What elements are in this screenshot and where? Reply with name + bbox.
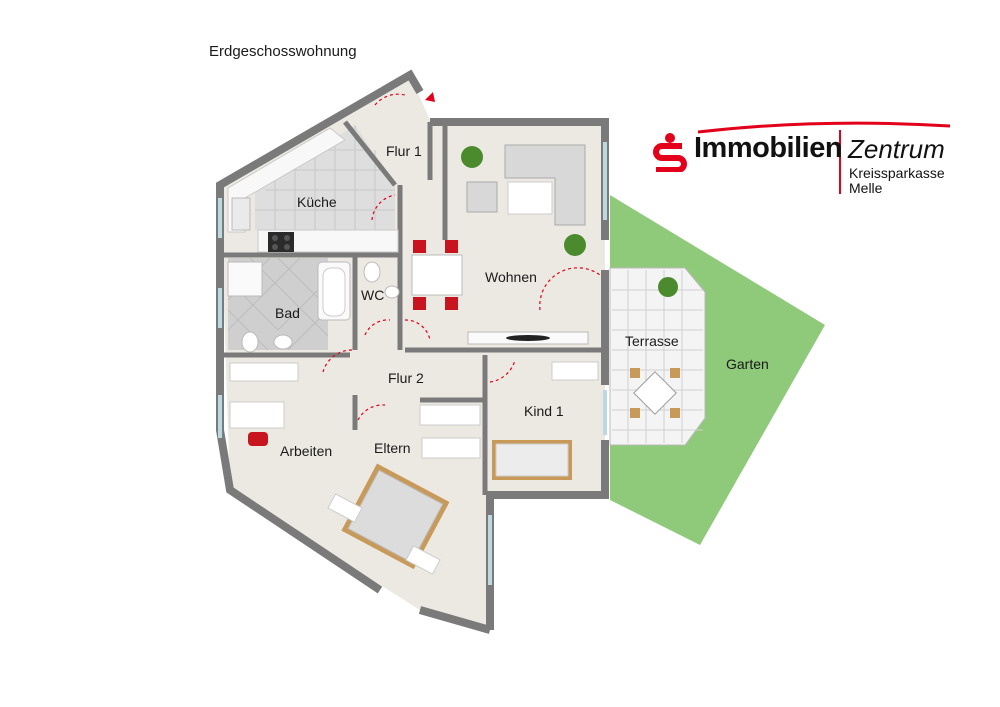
dining-table-icon xyxy=(411,254,463,296)
kitchen-floor xyxy=(255,125,395,230)
nightstand-icon xyxy=(405,545,441,575)
door-swings xyxy=(322,93,601,421)
chair-icon xyxy=(445,240,458,253)
brand-logo: Immobilien Zentrum Kreissparkasse Melle xyxy=(650,118,970,198)
terrace-table-icon xyxy=(633,371,677,415)
chair-icon xyxy=(413,240,426,253)
plant-icon xyxy=(658,277,678,297)
bedroom-furniture xyxy=(229,361,599,575)
office-chair-icon xyxy=(248,432,268,446)
room-label-eltern: Eltern xyxy=(374,440,411,456)
chair-icon xyxy=(630,368,640,378)
brand-name-italic: Zentrum xyxy=(848,134,945,164)
chair-icon xyxy=(670,408,680,418)
bath-fixtures xyxy=(227,261,400,353)
room-label-wc: WC xyxy=(361,287,384,303)
brand-arc-graphic xyxy=(697,121,951,194)
room-label-terrasse: Terrasse xyxy=(625,333,679,349)
plant-icon xyxy=(461,146,483,168)
brand-line2: Melle xyxy=(849,180,883,196)
kitchen-furniture xyxy=(227,127,399,253)
double-bed-icon xyxy=(341,463,450,570)
chair-icon xyxy=(413,297,426,310)
room-label-kueche: Küche xyxy=(297,194,337,210)
chair-icon xyxy=(445,297,458,310)
coffee-table-icon xyxy=(507,181,553,215)
wardrobe-icon xyxy=(551,361,599,381)
plant-icon xyxy=(564,234,586,256)
stove-icon xyxy=(268,232,294,252)
room-label-flur1: Flur 1 xyxy=(386,143,422,159)
nightstand-icon xyxy=(327,493,363,523)
room-label-wohnen: Wohnen xyxy=(485,269,537,285)
room-label-bad: Bad xyxy=(275,305,300,321)
chair-icon xyxy=(630,408,640,418)
entrance-arrow-icon xyxy=(425,92,435,102)
room-label-arbeiten: Arbeiten xyxy=(280,443,332,459)
toilet-icon xyxy=(241,331,259,353)
sofa-icon xyxy=(504,144,586,226)
terrace-furniture xyxy=(630,368,680,418)
bed-icon xyxy=(495,443,569,477)
terrace-area xyxy=(609,267,706,446)
desk-icon xyxy=(229,401,285,429)
interior-walls xyxy=(220,120,605,495)
armchair-icon xyxy=(466,181,498,213)
room-label-garten: Garten xyxy=(726,356,769,372)
brand-name: Immobilien xyxy=(694,132,843,164)
wardrobe-icon xyxy=(419,404,481,426)
windows xyxy=(218,142,607,585)
room-label-kind1: Kind 1 xyxy=(524,403,564,419)
washbasin-icon xyxy=(273,334,293,350)
brand-line1: Kreissparkasse xyxy=(849,165,945,181)
sparkasse-s-icon xyxy=(653,133,687,172)
chair-icon xyxy=(670,368,680,378)
living-furniture xyxy=(411,144,678,345)
wc-sink-icon xyxy=(384,285,400,299)
wardrobe-icon xyxy=(421,437,481,459)
plan-title: Erdgeschosswohnung xyxy=(209,43,357,60)
room-label-flur2: Flur 2 xyxy=(388,370,424,386)
tv-icon xyxy=(506,335,550,341)
wc-toilet-icon xyxy=(363,261,381,283)
wardrobe-icon xyxy=(229,362,299,382)
